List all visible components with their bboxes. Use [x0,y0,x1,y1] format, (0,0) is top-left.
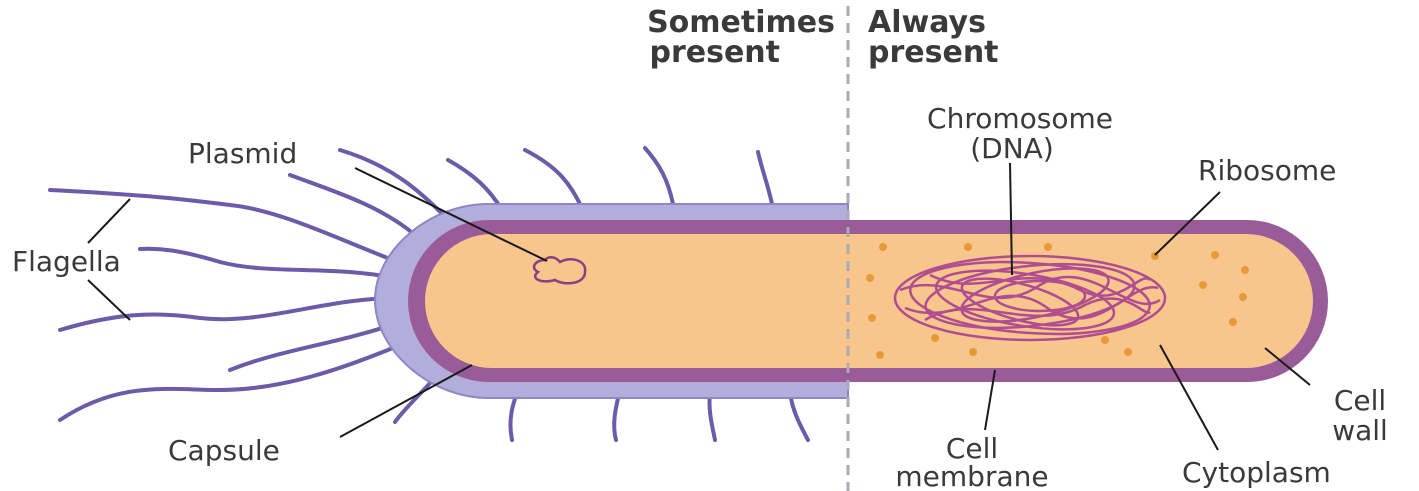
ribosome-dot [969,348,977,356]
capsule-leader [340,365,472,437]
ribosome-dot [1239,293,1247,301]
flagella-leader-upper [88,199,130,243]
flagellum [758,152,772,204]
ribosome-dot [1044,243,1052,251]
flagellum [448,160,502,210]
flagellum [60,345,400,420]
flagellum [645,148,673,204]
label-cell-wall-line2: wall [1332,414,1388,447]
header-sometimes-line2: present [649,35,780,70]
flagellum [340,150,450,222]
label-cell-membrane-line2: membrane [895,460,1048,491]
ribosome-dot [931,334,939,342]
label-ribosome: Ribosome [1198,154,1336,187]
ribosome-dot [1124,348,1132,356]
ribosome-dot [879,243,887,251]
ribosome-dot [866,274,874,282]
ribosome-dot [1241,266,1249,274]
ribosome-dot [1211,251,1219,259]
label-cell-wall-line1: Cell [1334,384,1386,417]
label-chromosome-line2: (DNA) [970,132,1054,165]
label-cytoplasm: Cytoplasm [1182,456,1331,489]
ribosome-dot [964,243,972,251]
flagellum [525,150,580,204]
ribosome-dot [876,351,884,359]
ribosome-dot [1229,318,1237,326]
label-flagella: Flagella [12,245,121,278]
flagellum [140,249,395,278]
label-plasmid: Plasmid [188,137,297,170]
header-always-line2: present [868,35,999,70]
label-capsule: Capsule [168,434,280,467]
flagellum [60,298,390,330]
cytoplasm [425,234,1313,368]
ribosome-dot [1199,281,1207,289]
flagellum [790,392,808,440]
ribosome-dot [1101,336,1109,344]
ribosome-dot [868,314,876,322]
label-chromosome-line1: Chromosome [927,102,1113,135]
flagellum [230,325,392,370]
flagellum [709,392,715,440]
flagella-leader-lower [88,280,130,320]
